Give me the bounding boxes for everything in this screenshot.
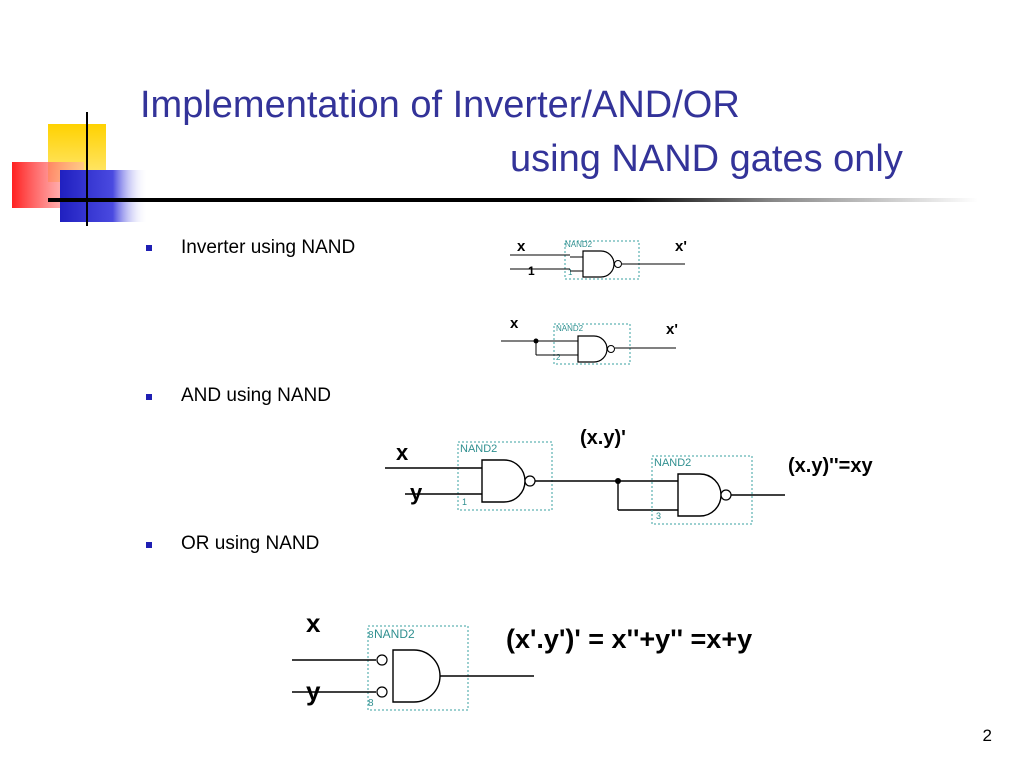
nand-inversion-bubble [614, 260, 622, 268]
bullet-or: OR using NAND [181, 533, 320, 554]
pin-label: 8 [368, 630, 374, 641]
nand-inversion-bubble [607, 345, 615, 353]
output-equation: (x'.y')' = x''+y'' =x+y [506, 624, 752, 654]
gate-bounding-box [564, 240, 640, 280]
nand-gate-body [577, 335, 608, 363]
nand-gate-body [677, 473, 722, 517]
bullet-inverter: Inverter using NAND [181, 237, 356, 258]
gate-name-label: NAND2 [565, 240, 593, 249]
input-label-x: x [517, 238, 526, 255]
inverter-diagram-2: x x' NAND2 2 [501, 318, 678, 365]
output-label-x-prime: x' [666, 321, 678, 338]
input-label-x: x [396, 440, 409, 465]
slide-title-line1: Implementation of Inverter/AND/OR [140, 84, 740, 126]
bullet-marker [146, 394, 152, 400]
pin-label: 1 [528, 264, 535, 278]
pin-label: 2 [556, 353, 561, 362]
and-using-nand-diagram: x y (x.y)' (x.y)''=xy NAND2 1 NAND2 3 [385, 427, 873, 525]
slide-title-line2: using NAND gates only [510, 138, 903, 180]
gate-name-label: NAND2 [374, 627, 415, 641]
gate-bounding-box [553, 323, 631, 365]
input-label-x: x [510, 318, 519, 332]
input-label-x: x [306, 608, 321, 638]
output-label-x-prime: x' [675, 238, 687, 255]
pin-label: 8 [368, 698, 374, 709]
pin-label: 1 [568, 268, 573, 277]
title-separator [48, 198, 978, 202]
nand-inversion-bubble [524, 475, 536, 487]
input-label-y: y [306, 676, 321, 706]
bullet-and: AND using NAND [181, 385, 331, 406]
decorative-logo [12, 112, 150, 226]
input-label-y: y [410, 480, 423, 505]
gate-body [392, 649, 441, 703]
inverter-diagram-1: x x' NAND2 1 1 [510, 238, 687, 280]
gate-name-label: NAND2 [654, 457, 691, 469]
output-label: (x.y)''=xy [788, 455, 873, 477]
intermediate-label: (x.y)' [580, 427, 626, 449]
gate-bounding-box [651, 455, 753, 525]
gate-bounding-box [457, 441, 553, 511]
gate-bounding-box [367, 625, 469, 711]
input-inversion-bubble [376, 654, 388, 666]
gate-name-label: NAND2 [460, 443, 497, 455]
gate-name-label: NAND2 [556, 324, 584, 333]
nand-gate-body [481, 459, 526, 503]
nand-gate-body [582, 250, 615, 278]
input-inversion-bubble [376, 686, 388, 698]
bullet-marker [146, 542, 152, 548]
or-using-nand-diagram: x y (x'.y')' = x''+y'' =x+y NAND2 8 8 [292, 608, 752, 711]
pin-label: 1 [462, 497, 467, 507]
nand-inversion-bubble [720, 489, 732, 501]
slide-number: 2 [982, 726, 992, 745]
bullet-marker [146, 245, 152, 251]
pin-label: 3 [656, 511, 661, 521]
logo-blue-bar [60, 170, 148, 222]
